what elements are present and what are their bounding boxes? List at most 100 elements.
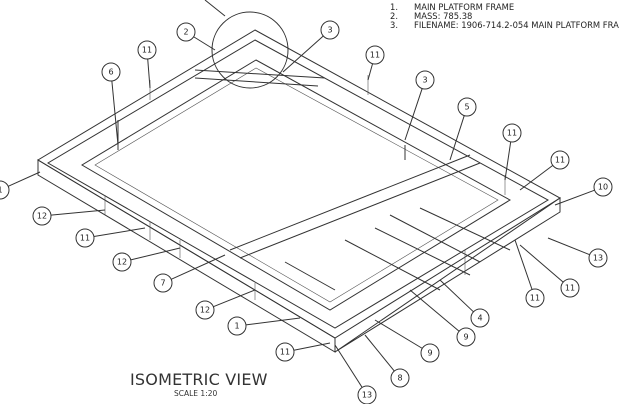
balloon-circle <box>456 327 476 347</box>
balloon-circle <box>32 206 52 226</box>
balloon-13: 13 <box>547 237 608 268</box>
balloon-11: 11 <box>519 244 580 298</box>
balloon-label: 12 <box>117 258 127 267</box>
leader-line <box>8 171 41 187</box>
leader-line <box>130 247 181 261</box>
balloon-circle <box>275 342 295 362</box>
note-line: 3.FILENAME: 1906-714.2-054 MAIN PLATFORM… <box>390 20 619 30</box>
balloon-12: 12 <box>195 289 256 320</box>
balloon-label: 2 <box>183 28 188 37</box>
leader-line <box>504 141 512 181</box>
leader-line <box>170 254 226 280</box>
balloon-circle <box>153 273 173 293</box>
balloon-13: 13 <box>334 344 377 404</box>
balloon-label: 3 <box>422 76 427 85</box>
balloon-1: 1 <box>227 316 301 336</box>
leader-line <box>519 164 554 191</box>
leader-line <box>334 344 363 388</box>
balloon-2: 2 <box>176 22 216 51</box>
leader-line <box>245 317 301 326</box>
balloon-circle <box>415 70 435 90</box>
balloon-11: 11 <box>514 239 545 308</box>
balloon-circle <box>588 248 608 268</box>
balloon-label: 4 <box>477 314 482 323</box>
balloon-label: 7 <box>160 279 165 288</box>
balloon-label: 12 <box>200 306 210 315</box>
balloon-1: 1 <box>0 171 41 200</box>
balloon-4: 4 <box>439 279 490 328</box>
leader-line <box>519 244 564 283</box>
leader-line <box>374 319 423 349</box>
balloon-circle <box>320 20 340 40</box>
balloon-label: 9 <box>427 349 432 358</box>
view-title: ISOMETRIC VIEW <box>130 370 268 389</box>
balloon-label: 6 <box>108 68 113 77</box>
balloon-11: 11 <box>502 123 522 181</box>
balloon-12: 12 <box>112 247 181 272</box>
balloon-circle <box>137 40 157 60</box>
balloon-3: 3 <box>404 70 435 141</box>
balloon-11: 11 <box>275 342 331 362</box>
balloon-label: 13 <box>362 391 372 400</box>
balloon-label: 1 <box>0 186 3 195</box>
balloon-label: 11 <box>555 156 565 165</box>
leader-line <box>554 189 595 206</box>
leader-line <box>449 115 465 161</box>
balloon-label: 11 <box>80 234 90 243</box>
balloon-8: 8 <box>364 334 410 388</box>
frame-outline <box>37 29 561 353</box>
balloon-11: 11 <box>519 150 570 191</box>
balloon-12: 12 <box>32 206 106 226</box>
balloon-label: 10 <box>598 183 608 192</box>
leader-line <box>404 88 423 141</box>
detail-leader <box>204 0 226 17</box>
balloon-label: 13 <box>593 254 603 263</box>
balloon-11: 11 <box>75 227 146 248</box>
balloon-circle <box>502 123 522 143</box>
balloon-circle <box>525 288 545 308</box>
balloon-label: 11 <box>280 348 290 357</box>
balloon-circle <box>0 180 10 200</box>
balloon-circle <box>560 278 580 298</box>
balloon-3: 3 <box>282 20 340 73</box>
balloon-label: 12 <box>37 212 47 221</box>
leader-line <box>282 35 324 73</box>
leader-line <box>213 289 256 308</box>
balloon-label: 11 <box>565 284 575 293</box>
leader-line <box>111 80 119 146</box>
leader-line <box>547 237 590 256</box>
balloon-label: 3 <box>327 26 332 35</box>
balloon-6: 6 <box>101 62 121 146</box>
balloon-10: 10 <box>554 177 613 206</box>
balloon-circle <box>75 228 95 248</box>
leader-line <box>367 63 374 81</box>
balloon-11: 11 <box>137 40 157 89</box>
balloon-circle <box>112 252 132 272</box>
balloon-circle <box>227 316 247 336</box>
leader-line <box>293 342 331 351</box>
balloon-9: 9 <box>374 319 440 363</box>
leader-line <box>439 279 474 313</box>
leader-line <box>50 209 106 216</box>
detail-circle <box>211 11 289 89</box>
leader-line <box>514 239 533 290</box>
note-line: 2.MASS: 785.38 <box>390 11 473 21</box>
leader-line <box>193 36 216 51</box>
view-scale: SCALE 1:20 <box>174 389 218 398</box>
balloon-circle <box>550 150 570 170</box>
balloon-11: 11 <box>365 45 385 81</box>
balloon-label: 5 <box>464 103 469 112</box>
balloon-callouts: 1231111635111110121112712131111499181113 <box>0 20 613 404</box>
balloon-circle <box>470 308 490 328</box>
balloon-7: 7 <box>153 254 226 293</box>
balloon-circle <box>457 97 477 117</box>
balloon-label: 11 <box>370 51 380 60</box>
balloon-circle <box>390 368 410 388</box>
balloon-label: 11 <box>530 294 540 303</box>
balloon-label: 11 <box>507 129 517 138</box>
leader-line <box>147 58 151 89</box>
balloon-circle <box>365 45 385 65</box>
balloon-5: 5 <box>449 97 477 161</box>
